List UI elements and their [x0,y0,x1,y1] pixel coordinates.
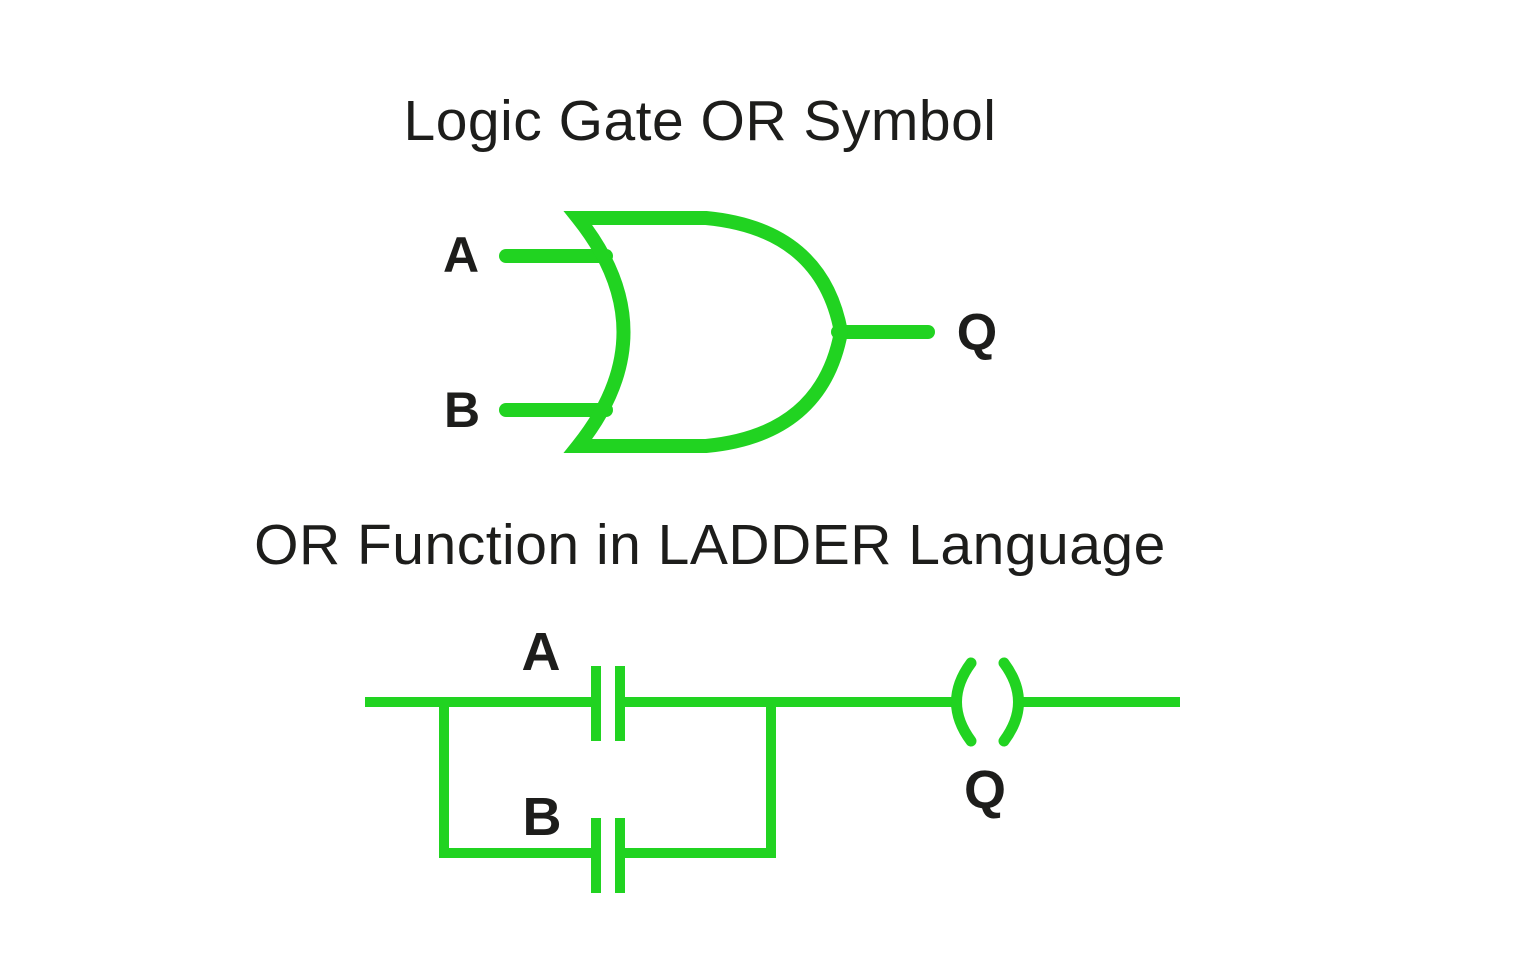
gate-input-b-label: B [443,382,481,438]
ladder-rung [365,657,1180,893]
ladder-coil-q-label: Q [963,760,1007,820]
output-coil [951,657,1024,747]
ladder-contact-b-label: B [522,787,562,847]
gate-section-title: Logic Gate OR Symbol [403,89,997,153]
gate-output-q-label: Q [956,304,998,362]
or-gate-body [563,211,849,453]
ladder-contact-a-label: A [521,622,561,682]
ladder-section-title: OR Function in LADDER Language [254,513,1166,577]
gate-input-a-label: A [442,227,480,283]
coil-right-arc [998,657,1024,747]
coil-left-arc [951,657,977,747]
contact-a [591,666,625,741]
or-gate-symbol [499,211,935,453]
contact-b [591,818,625,893]
parallel-branch [439,697,776,858]
